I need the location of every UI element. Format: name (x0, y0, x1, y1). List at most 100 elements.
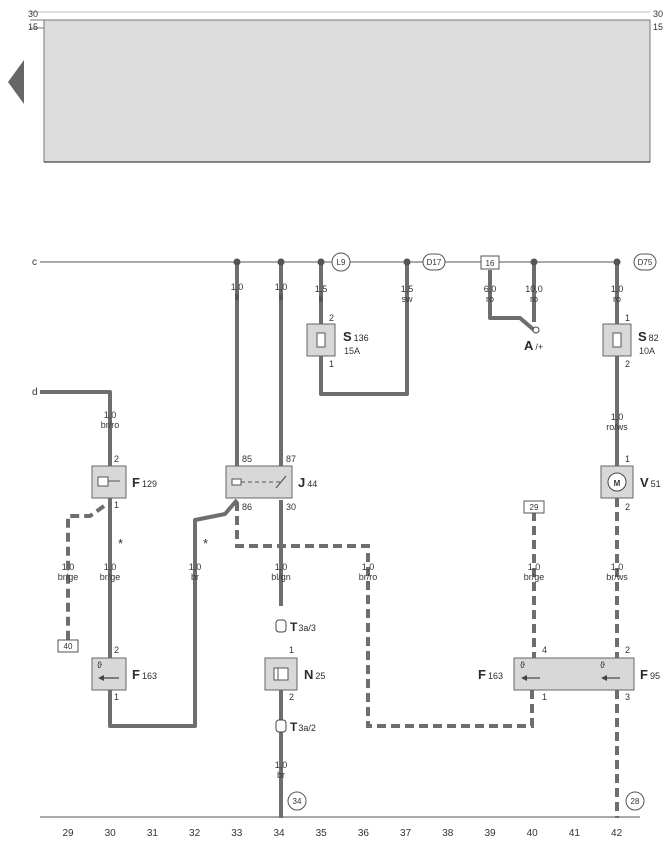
node-16[interactable]: 16 (480, 255, 500, 270)
wire-label-colour: br/ws (606, 572, 628, 582)
junction-dot (613, 258, 621, 266)
svg-text:D75: D75 (638, 258, 653, 267)
wire-label-size: 1,0 (104, 410, 117, 420)
connector-icon (275, 619, 287, 633)
junction-dot (277, 258, 285, 266)
svg-text:16: 16 (486, 259, 495, 268)
connector-t3a3[interactable]: T3a/3 (275, 619, 316, 634)
wire-label-size: 1,0 (62, 562, 75, 572)
pin-label: 85 (242, 454, 252, 464)
wire-j44-f163r-dashed (235, 502, 534, 728)
wire-label-colour: ro (530, 294, 538, 304)
terminal-a[interactable]: A/+ (524, 326, 543, 353)
svg-text:34: 34 (293, 797, 302, 806)
terminal-icon (532, 326, 540, 334)
bus-c-label: c (32, 257, 37, 268)
node-34[interactable]: 34 (287, 791, 307, 811)
fuse-icon (612, 332, 622, 348)
wire-label-size: 1,5 (315, 284, 328, 294)
solenoid-valve-icon (273, 667, 289, 681)
motor-icon (607, 472, 627, 492)
svg-text:ϑ: ϑ (520, 660, 525, 670)
connector-t3a2[interactable]: T3a/2 (275, 719, 316, 734)
relay-coil-icon (231, 478, 242, 486)
svg-text:L9: L9 (337, 258, 346, 267)
header-strip: 30 15 30 15 (8, 9, 663, 163)
wire-label-colour: bl/gn (271, 572, 291, 582)
wire-label-colour: li (279, 292, 283, 302)
wire-label-size: 1,0 (611, 284, 624, 294)
fuse-s136-rating: 15A (344, 346, 360, 356)
column-number: 37 (400, 828, 412, 839)
connector-t3a2-name: T3a/2 (290, 720, 316, 734)
junctions (233, 258, 621, 266)
pin-label: 1 (289, 645, 294, 655)
junction-dot (403, 258, 411, 266)
wire-label-size: 10,0 (525, 284, 543, 294)
node-D75[interactable]: D75 (633, 253, 657, 271)
svg-text:40: 40 (64, 642, 73, 651)
node-40[interactable]: 40 (57, 639, 79, 653)
connector-t3a3-name: T3a/3 (290, 620, 316, 634)
bus-d-label: d (32, 387, 38, 398)
asterisk-note: * (118, 536, 123, 551)
page-back-arrow-icon[interactable] (8, 60, 24, 104)
pin-label: 2 (625, 502, 630, 512)
asterisk-note: * (203, 536, 208, 551)
wire-label-colour: br (277, 770, 285, 780)
column-number: 41 (569, 828, 581, 839)
svg-text:ϑ: ϑ (600, 660, 605, 670)
pin-label: 1 (329, 359, 334, 369)
terminal-a-name: A/+ (524, 338, 543, 353)
wire-label-colour: sw (402, 294, 414, 304)
wire-label-size: 1,0 (528, 562, 541, 572)
fuse-icon (316, 332, 326, 348)
node-29[interactable]: 29 (523, 500, 545, 514)
dashed-wire-group (66, 498, 619, 818)
svg-text:M: M (614, 479, 621, 488)
column-number: 32 (189, 828, 201, 839)
wire-label-colour: li (319, 294, 323, 304)
node-D17[interactable]: D17 (422, 253, 446, 271)
wire-label-group: 1,0 li 1,0 li 1,5 li 1,5 sw 6,0 ro 10,0 … (58, 282, 629, 780)
svg-text:28: 28 (631, 797, 640, 806)
column-number: 38 (442, 828, 454, 839)
node-L9[interactable]: L9 (331, 252, 351, 272)
pin-label: 2 (625, 359, 630, 369)
wire-label-colour: br/ge (58, 572, 79, 582)
column-number: 31 (147, 828, 159, 839)
wire-label-size: 6,0 (484, 284, 497, 294)
junction-dot (233, 258, 241, 266)
node-28[interactable]: 28 (625, 791, 645, 811)
pin-label: 1 (542, 692, 547, 702)
pin-label: 4 (542, 645, 547, 655)
column-number: 36 (358, 828, 370, 839)
connector-icon (275, 719, 287, 733)
fuse-s82-rating: 10A (639, 346, 655, 356)
wire-label-colour: ro/ws (606, 422, 628, 432)
wire-label-colour: br (191, 572, 199, 582)
pin-label: 1 (625, 454, 630, 464)
pin-label: 30 (286, 502, 296, 512)
wire-label-colour: br/ge (100, 572, 121, 582)
relay-contact-icon (275, 475, 287, 489)
header-label-15-right: 15 (653, 22, 663, 32)
wire-label-size: 1,5 (401, 284, 414, 294)
fuse-panel-area (43, 19, 651, 163)
